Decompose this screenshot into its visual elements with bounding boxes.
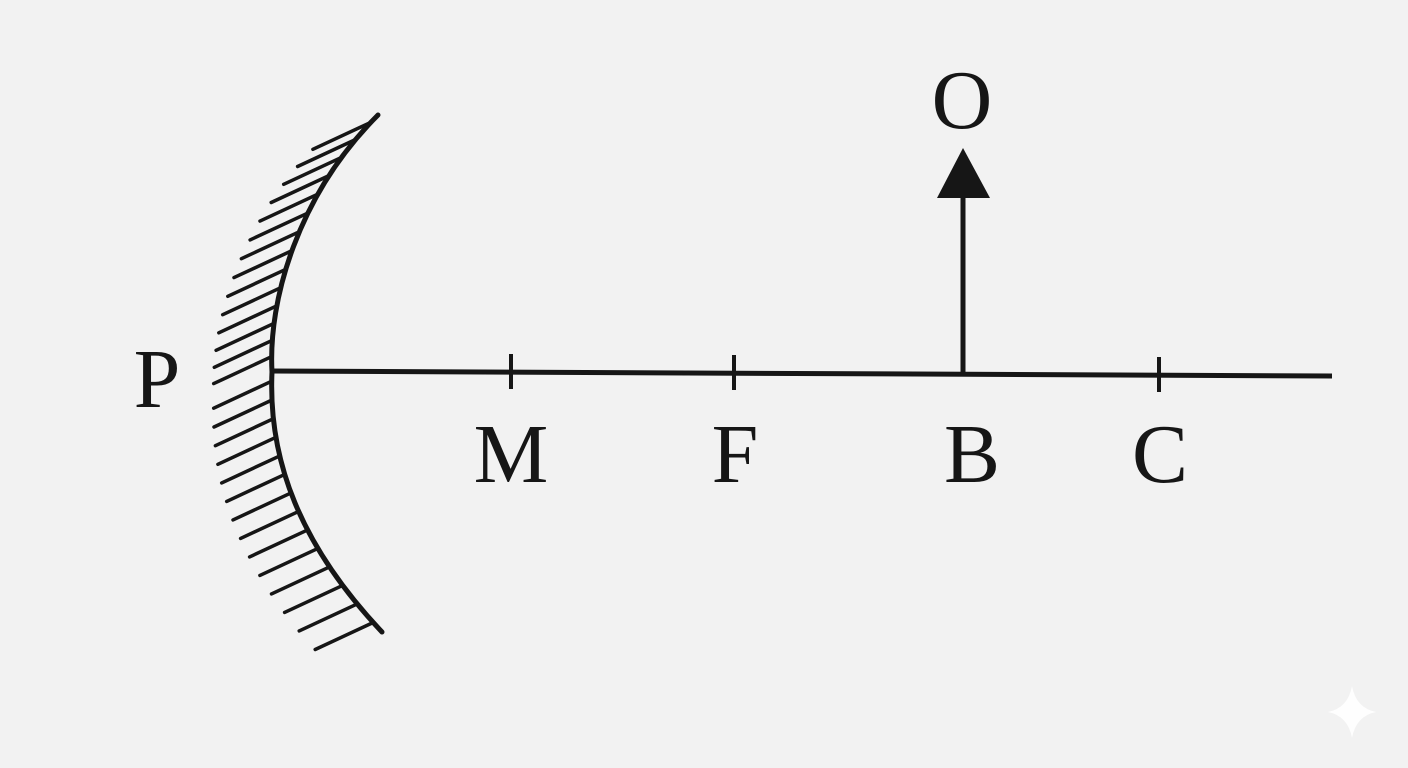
hatch-line [247, 528, 310, 559]
hatch-line [211, 354, 274, 386]
hatch-line [282, 583, 345, 615]
hatch-line [269, 565, 332, 596]
hatch-line [258, 192, 320, 223]
principal-axis [269, 368, 1333, 379]
label-m: M [474, 408, 549, 501]
hatch-line [269, 173, 331, 205]
hatch-line [226, 267, 288, 299]
label-o: O [932, 54, 993, 147]
hatch-line [211, 379, 274, 410]
label-c: C [1132, 408, 1188, 501]
object-arrow-head [937, 148, 990, 198]
label-p: P [134, 333, 181, 426]
hatch-line [219, 454, 282, 485]
hatch-line [214, 321, 276, 353]
hatch-line [248, 211, 310, 242]
hatch-line [212, 398, 274, 429]
label-b: B [944, 408, 1000, 501]
hatch-line [232, 248, 294, 280]
hatch-line [297, 602, 359, 633]
hatch-line [224, 472, 287, 504]
hatch-line [281, 155, 344, 187]
hatch-line [295, 137, 358, 169]
hatch-line [217, 304, 279, 335]
hatch-line [212, 338, 275, 370]
hatch-line [231, 491, 293, 522]
hatch-line [216, 435, 278, 467]
hatch-line [238, 509, 301, 541]
hatch-line [258, 546, 320, 578]
hatch-line [311, 120, 373, 152]
label-f: F [712, 408, 759, 501]
mirror-hatching [211, 120, 375, 652]
hatch-line [313, 620, 375, 652]
hatch-line [213, 416, 276, 448]
hatch-line [220, 285, 283, 317]
sparkle-icon [1328, 686, 1376, 738]
hatch-line [239, 229, 302, 261]
